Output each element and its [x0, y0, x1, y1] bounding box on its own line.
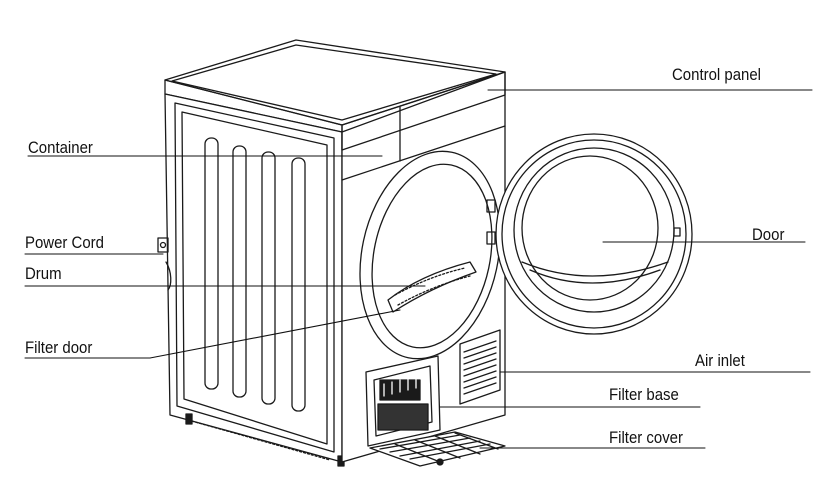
label-filter-door: Filter door: [25, 338, 93, 357]
air-inlet-grille: [460, 330, 500, 404]
door: [496, 134, 692, 334]
front-panel: [342, 72, 519, 466]
label-control-panel: Control panel: [672, 65, 761, 84]
filter-cover: [370, 432, 505, 466]
power-cord-socket: [158, 238, 168, 252]
filter-base: [366, 356, 440, 446]
drum: [388, 262, 476, 312]
label-container: Container: [28, 138, 93, 157]
leader-filter-door: [150, 310, 400, 358]
label-filter-cover: Filter cover: [609, 428, 683, 447]
leader-lines: [25, 90, 812, 448]
label-door: Door: [752, 225, 785, 244]
label-filter-base: Filter base: [609, 385, 679, 404]
side-panel: [158, 94, 344, 466]
top-lid: [165, 40, 505, 132]
label-drum: Drum: [25, 264, 62, 283]
label-power-cord: Power Cord: [25, 233, 104, 252]
label-air-inlet: Air inlet: [695, 351, 745, 370]
